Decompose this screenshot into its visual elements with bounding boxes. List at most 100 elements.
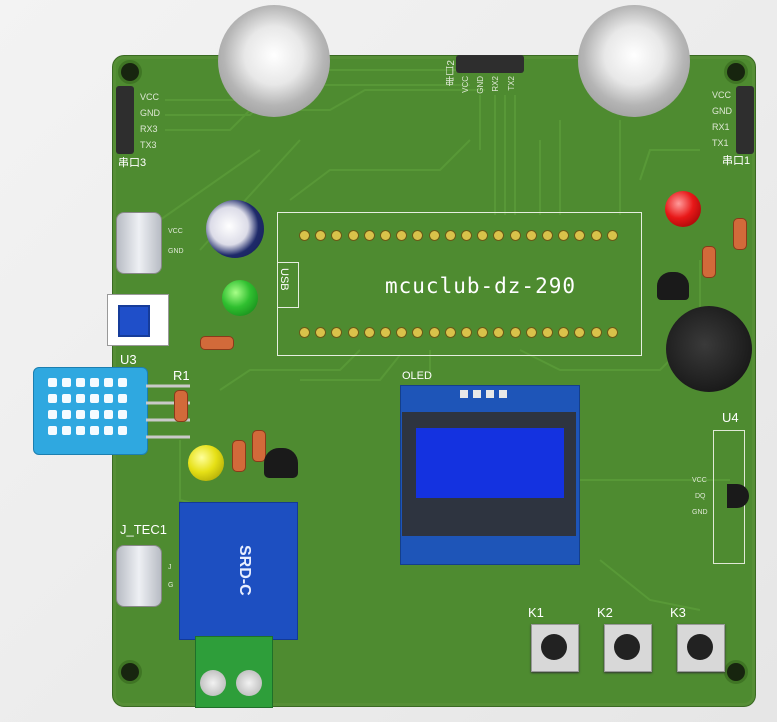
relay [179,502,298,640]
port1-pin-gnd: GND [712,106,732,116]
mcu-pin [429,328,439,337]
mcu-pin [478,231,488,240]
sensor-vent [118,410,127,419]
mcu-pin [445,328,455,337]
oled-screen [416,428,564,498]
usb-label-box [277,262,299,308]
mcu-pin [348,328,358,337]
port3-pin-rx: RX3 [140,124,158,134]
usb-conn-pin-gnd: GND [168,248,184,255]
resistor-switch [200,336,234,350]
sensor-vent [62,410,71,419]
mcu-pin [607,231,617,240]
mcu-pin [381,231,390,240]
mcu-pin [413,231,423,240]
transistor-left [264,448,298,478]
buzzer [666,306,752,392]
resistor-led-2 [252,430,266,462]
sensor-vent [48,426,57,435]
mcu-pin [300,231,309,240]
mcu-pin [575,231,585,240]
small-capacitor [206,200,264,258]
terminal-block [195,636,273,708]
mcu-pin [397,328,407,337]
u4-sensor [727,484,749,508]
sensor-vent [48,378,57,387]
red-led [665,191,701,227]
mcu-pin [559,231,569,240]
mcu-pin [332,231,342,240]
resistor-right-2 [702,246,716,278]
port3-pin-gnd: GND [140,108,160,118]
oled-pins [460,390,508,398]
port1-pin-vcc: VCC [712,90,732,100]
usb-connector [116,212,162,274]
sensor-vent [76,378,85,387]
sensor-vent [90,410,99,419]
mcu-pin [510,231,520,240]
resistor-r1 [174,390,188,422]
k3-label: K3 [670,605,686,620]
mcu-pin [543,328,552,337]
port3-pin-tx: TX3 [140,140,157,150]
terminal-screw-2 [236,670,262,696]
k2-label: K2 [597,605,613,620]
green-led [222,280,258,316]
sensor-vent [62,378,71,387]
sensor-vent [76,426,85,435]
mcu-pin [381,328,390,337]
transistor-right [657,272,689,300]
mcu-pin [364,231,374,240]
port1-title: 串口1 [722,155,751,167]
sensor-vent [104,378,113,387]
port3-header [116,86,134,154]
mounting-hole-top-right [727,63,745,81]
mcu-pin [300,328,309,337]
port3-pin-vcc: VCC [140,92,160,102]
u4-label: U4 [722,410,739,425]
j-tec1-label: J_TEC1 [120,522,167,537]
mcu-pin [591,231,601,240]
tec-conn-pin-1: J [168,564,172,571]
sensor-vent [76,394,85,403]
tec-conn-pin-2: G [168,582,174,589]
sensor-vent [118,426,127,435]
button-k1-cap [541,634,567,660]
mounting-hole-bottom-left [121,663,139,681]
mcu-pin [543,231,552,240]
mcu-pin [591,328,601,337]
button-k3-cap [687,634,713,660]
mcu-pin [526,328,536,337]
capacitor-left [218,5,330,117]
port1-header [736,86,754,154]
terminal-screw-1 [200,670,226,696]
tec-connector [116,545,162,607]
port2-header [456,55,524,73]
mcu-pin [429,231,439,240]
mcu-pin [526,231,536,240]
r1-label: R1 [173,368,190,383]
port1-pin-rx: RX1 [712,122,730,132]
mcu-pin [607,328,617,337]
usb-label: USB [278,268,290,291]
sensor-vent [90,378,99,387]
mcu-pin [348,231,358,240]
resistor-right-1 [733,218,747,250]
mcu-pin [575,328,585,337]
usb-conn-pin-vcc: VCC [168,228,183,235]
sensor-vent [104,410,113,419]
u4-pin-vcc: VCC [692,477,707,484]
mcu-pin [413,328,423,337]
mcu-pin [332,328,342,337]
mcu-pin [462,328,471,337]
mcu-pin [462,231,471,240]
mcu-pin [494,328,504,337]
sensor-vent [104,394,113,403]
sensor-vent [118,378,127,387]
port1-pin-tx: TX1 [712,138,729,148]
mcu-pin [494,231,504,240]
u4-pin-gnd: GND [692,509,708,516]
sensor-vent [76,410,85,419]
mcu-pin [510,328,520,337]
yellow-led [188,445,224,481]
